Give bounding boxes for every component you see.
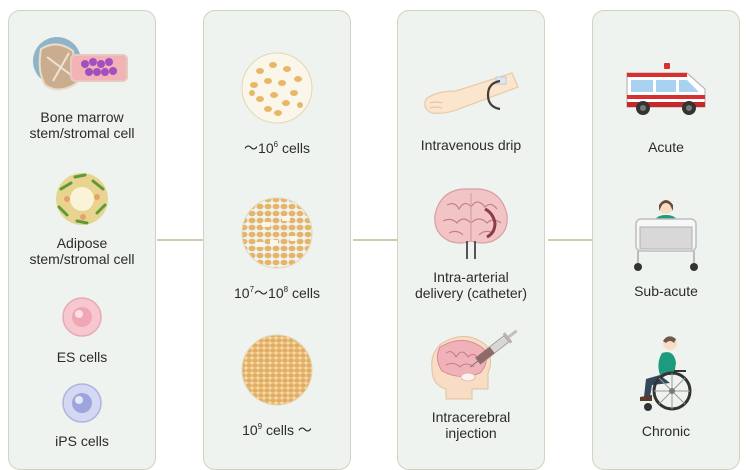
item-dose-low: 〜106 cells (204, 51, 350, 156)
connector-3-4 (548, 239, 593, 241)
es-cell-icon (62, 297, 102, 337)
bone-marrow-icon (33, 37, 128, 91)
item-sub-acute: Sub-acute (593, 197, 739, 299)
brain-catheter-icon (434, 188, 508, 259)
ips-cells-label: iPS cells (55, 433, 109, 449)
item-es-cells: ES cells (9, 295, 155, 365)
connector-2-3 (353, 239, 398, 241)
item-dose-mid: 107〜108 cells (204, 196, 350, 301)
iv-arm-icon (424, 72, 519, 114)
intracerebral-label: Intracerebral injection (431, 409, 511, 441)
item-intracerebral: Intracerebral injection (398, 329, 544, 441)
item-intra-arterial: Intra-arterial delivery (catheter) (398, 183, 544, 301)
item-acute: Acute (593, 61, 739, 155)
chronic-label: Chronic (641, 423, 691, 439)
dose-high-label: 109 cells 〜 (242, 422, 312, 438)
hospital-bed-icon (634, 200, 698, 271)
panel-delivery-route: Intravenous drip Intra-arterial delivery… (397, 10, 545, 470)
panel-cell-dose: 〜106 cells 107〜108 cells 109 cells 〜 (203, 10, 351, 470)
head-syringe-icon (431, 329, 518, 400)
wheelchair-icon (640, 336, 692, 411)
adipose-label: Adipose stem/stromal cell (29, 235, 135, 267)
es-cells-label: ES cells (56, 349, 108, 365)
item-intravenous: Intravenous drip (398, 61, 544, 153)
medium-cells-icon (241, 197, 313, 269)
sparse-cells-icon (241, 52, 313, 124)
connector-1-2 (157, 239, 204, 241)
intravenous-label: Intravenous drip (420, 137, 522, 153)
dose-low-label: 〜106 cells (244, 140, 310, 156)
item-chronic: Chronic (593, 331, 739, 439)
dense-cells-icon (241, 334, 313, 406)
panel-cell-source: Bone marrow stem/stromal cell Adipose st… (8, 10, 156, 470)
intra-arterial-label: Intra-arterial delivery (catheter) (414, 269, 528, 301)
item-bone-marrow: Bone marrow stem/stromal cell (9, 31, 155, 141)
item-dose-high: 109 cells 〜 (204, 333, 350, 438)
ips-cell-icon (62, 383, 102, 423)
bone-marrow-label: Bone marrow stem/stromal cell (29, 109, 135, 141)
item-ips-cells: iPS cells (9, 381, 155, 449)
acute-label: Acute (648, 139, 684, 155)
sub-acute-label: Sub-acute (634, 283, 698, 299)
ambulance-icon (626, 63, 706, 115)
dose-mid-label: 107〜108 cells (234, 285, 320, 301)
adipose-cell-icon (56, 173, 108, 225)
item-adipose: Adipose stem/stromal cell (9, 169, 155, 267)
panel-timing: Acute Sub-acute (592, 10, 740, 470)
